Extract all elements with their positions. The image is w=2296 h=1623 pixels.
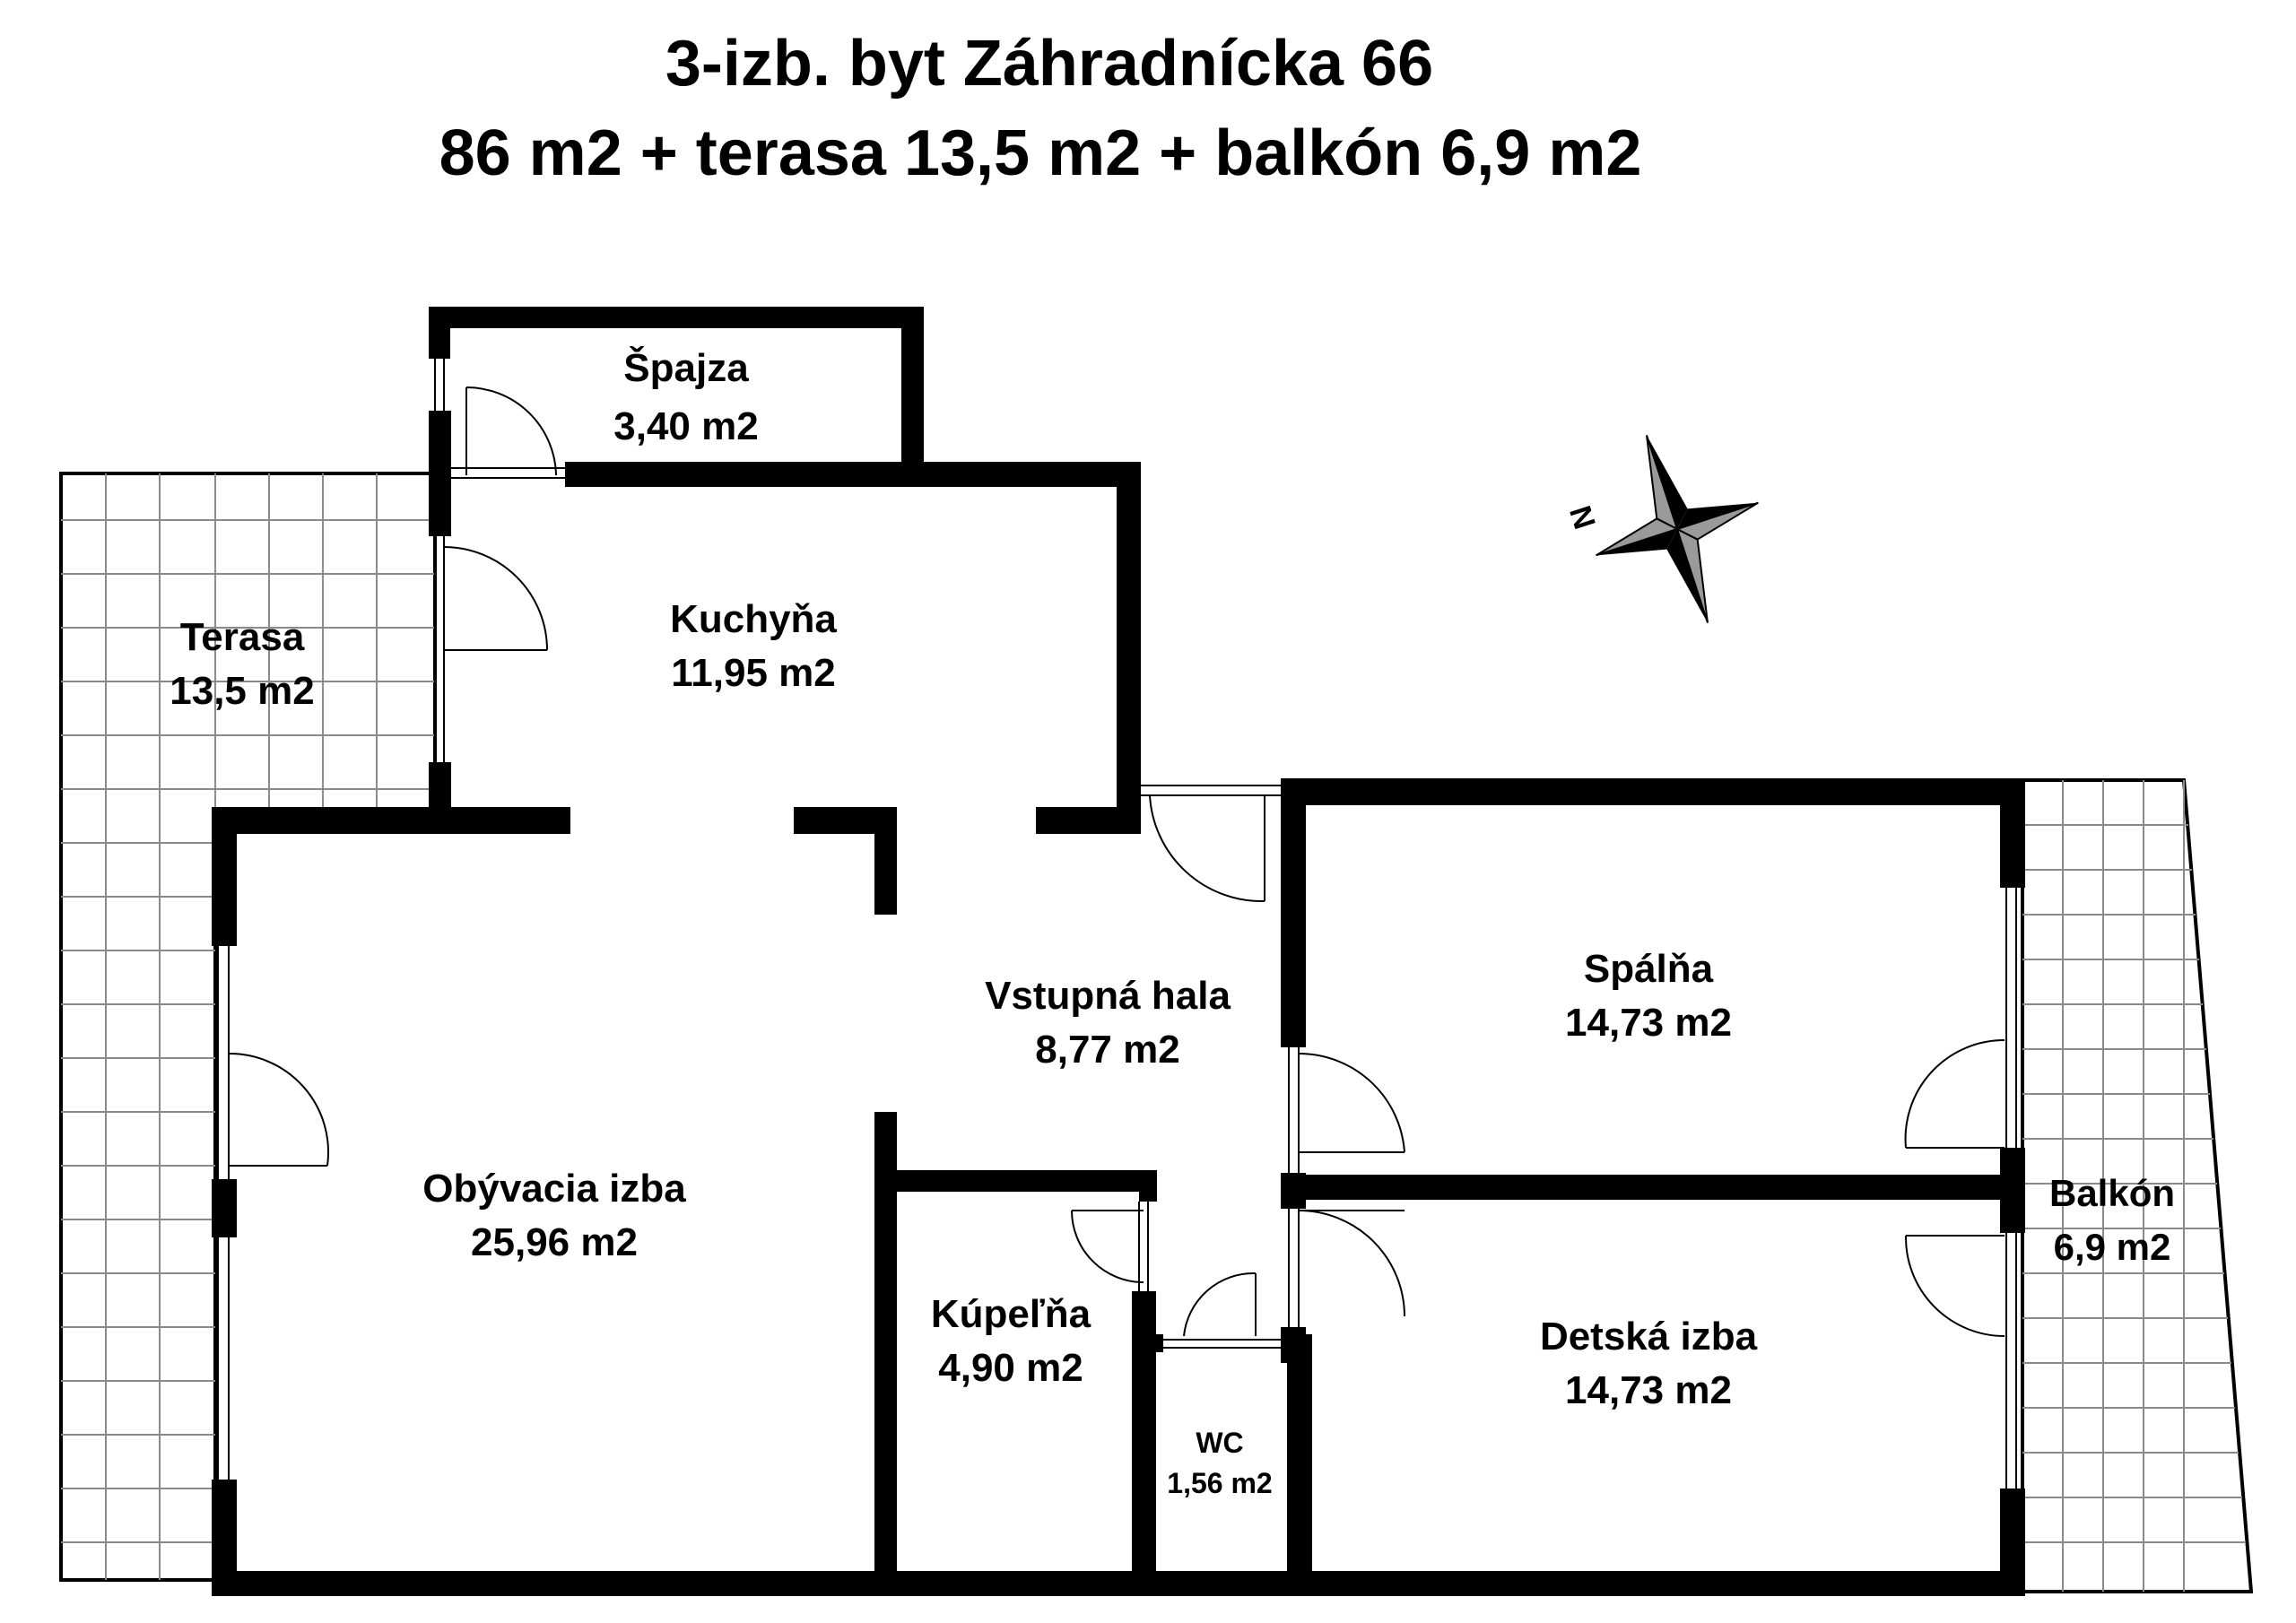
- room-balkon-name: Balkón: [2049, 1172, 2175, 1214]
- room-kupelna-name: Kúpeľňa: [931, 1292, 1091, 1336]
- door-swings: [228, 386, 2005, 1337]
- room-wc-name: WC: [1196, 1427, 1243, 1459]
- room-kupelna-area: 4,90 m2: [938, 1346, 1083, 1390]
- compass-rose-icon: [1596, 435, 1759, 623]
- room-hala-name: Vstupná hala: [985, 974, 1231, 1018]
- room-detska-area: 14,73 m2: [1565, 1368, 1732, 1412]
- compass-north-label: N: [1562, 502, 1602, 534]
- window-frames: [217, 359, 2017, 1488]
- room-spalna-area: 14,73 m2: [1565, 1001, 1732, 1045]
- terrace-tiles: [59, 472, 437, 1582]
- room-spajza-area: 3,40 m2: [613, 404, 758, 448]
- room-spalna-name: Spálňa: [1584, 947, 1714, 991]
- room-terasa-name: Terasa: [180, 615, 305, 659]
- room-kuchyna-area: 11,95 m2: [671, 651, 836, 695]
- room-balkon-area: 6,9 m2: [2054, 1226, 2171, 1268]
- title-line-2: 86 m2 + terasa 13,5 m2 + balkón 6,9 m2: [439, 117, 1642, 189]
- balcony-tiles: [2021, 778, 2254, 1593]
- room-obyvacia-area: 25,96 m2: [471, 1220, 638, 1264]
- title-line-1: 3-izb. byt Záhradnícka 66: [665, 28, 1433, 100]
- room-kuchyna-name: Kuchyňa: [670, 597, 837, 641]
- room-wc-area: 1,56 m2: [1167, 1467, 1272, 1499]
- room-detska-name: Detská izba: [1540, 1315, 1758, 1358]
- room-obyvacia-name: Obývacia izba: [422, 1167, 686, 1211]
- room-hala-area: 8,77 m2: [1035, 1028, 1179, 1072]
- room-terasa-area: 13,5 m2: [170, 669, 314, 713]
- room-spajza-name: Špajza: [623, 344, 749, 390]
- walls: [212, 307, 2025, 1596]
